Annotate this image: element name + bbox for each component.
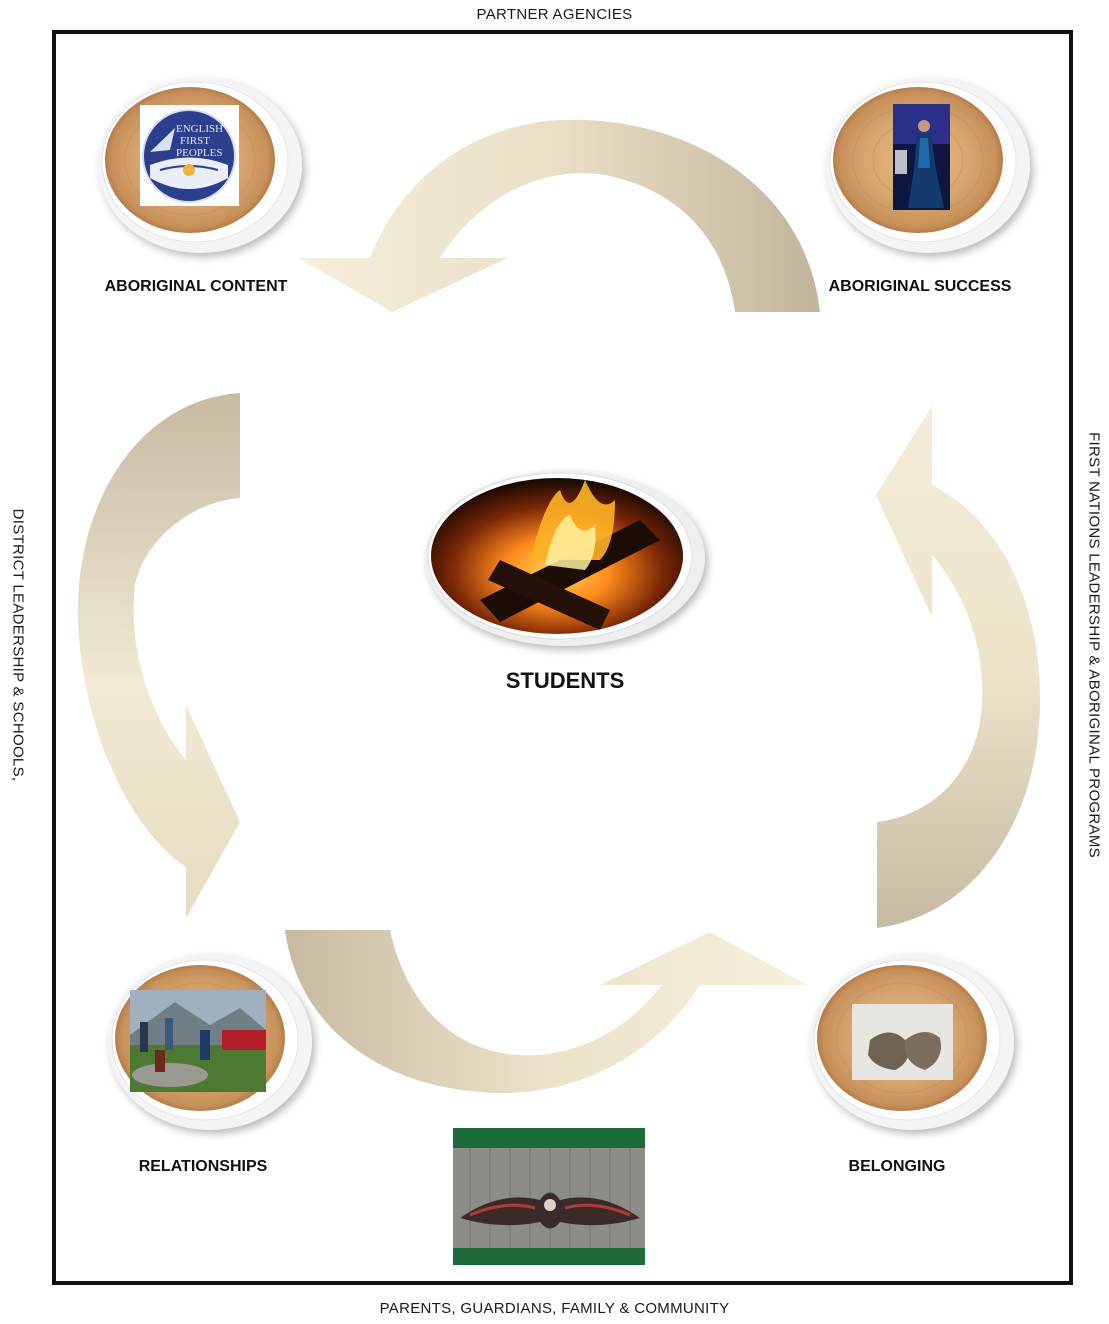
logo-line-1: ENGLISH [176, 123, 223, 135]
node-relationships [108, 954, 312, 1130]
label-aboriginal-success: ABORIGINAL SUCCESS [828, 278, 1012, 295]
diagram-frame [52, 30, 1073, 1285]
logo-line-3: PEOPLES [176, 147, 222, 159]
community-gathering-photo [130, 990, 266, 1092]
logo-line-2: FIRST [180, 135, 210, 147]
arrow-left [77, 393, 240, 918]
arrow-right [876, 406, 1040, 928]
node-aboriginal-success [826, 77, 1030, 253]
label-students: STUDENTS [505, 668, 625, 693]
center-campfire [425, 470, 705, 646]
arrow-top [298, 119, 820, 312]
label-belonging: BELONGING [848, 1158, 946, 1175]
open-hands-photo [852, 1004, 953, 1080]
arrow-bottom [285, 930, 808, 1094]
top-label: PARTNER AGENCIES [476, 6, 633, 23]
longhouse-carving-photo [453, 1128, 645, 1265]
node-aboriginal-content: ENGLISH FIRST PEOPLES [98, 77, 302, 253]
node-belonging [810, 954, 1014, 1130]
performer-photo [893, 104, 950, 210]
english-first-peoples-logo: ENGLISH FIRST PEOPLES [142, 109, 236, 203]
label-aboriginal-content: ABORIGINAL CONTENT [104, 278, 288, 295]
label-relationships: RELATIONSHIPS [138, 1158, 268, 1175]
bottom-label: PARENTS, GUARDIANS, FAMILY & COMMUNITY [379, 1300, 730, 1317]
